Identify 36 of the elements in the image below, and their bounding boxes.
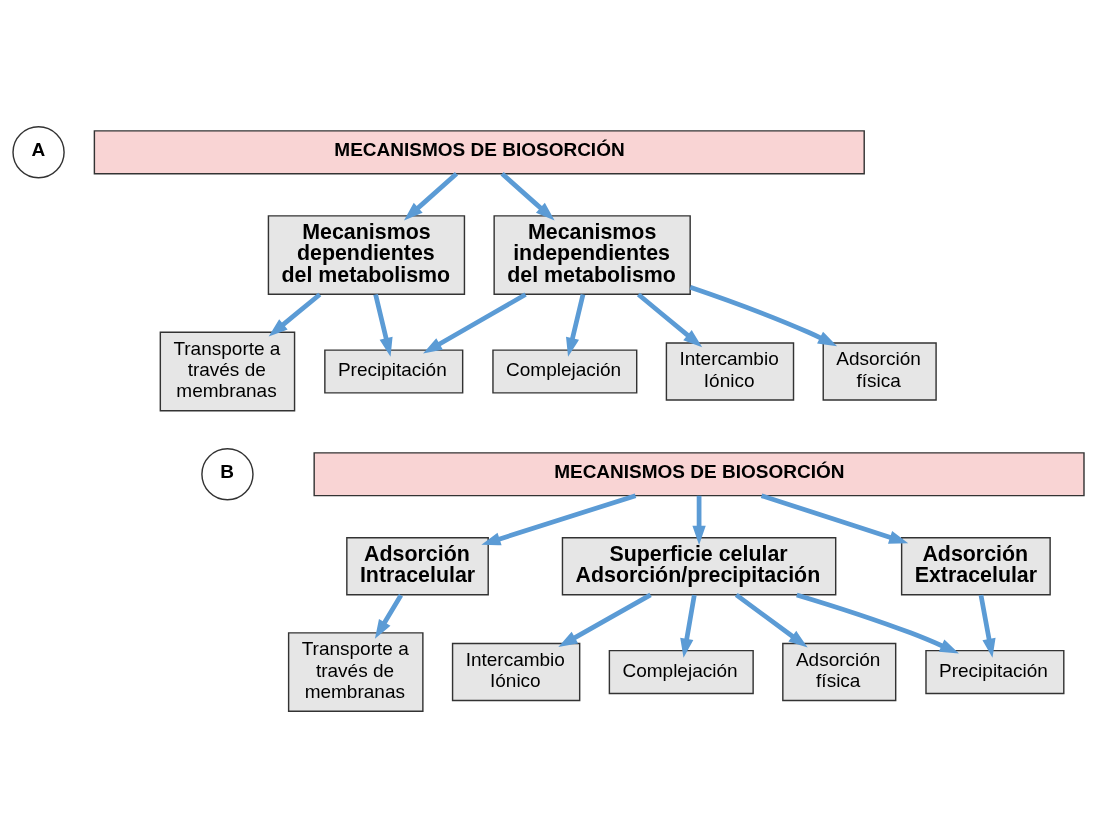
arrow [692,495,706,545]
arrow [734,592,808,648]
node-box: Adsorción física [822,341,937,401]
arrow [403,171,459,220]
node-box: Precipitación [324,348,464,394]
arrow [566,293,586,357]
node-circle: B [201,447,254,500]
node-box: Mecanismos dependientes del metabolismo [267,214,466,295]
arrow [500,171,555,220]
arrow [796,592,959,653]
node-box: Complejación [608,649,754,694]
node-circle: A [12,125,65,179]
arrow [636,292,703,347]
arrow [423,291,527,353]
node-box: MECANISMOS DE BIOSORCIÓN [313,451,1085,496]
node-box: Complejación [492,348,638,394]
arrow [374,593,403,639]
node-box: Precipitación [925,649,1065,694]
node-box: Mecanismos independientes del metabolismo [493,214,691,295]
arrow [978,594,996,658]
node-box: Transporte a través de membranas [159,331,296,411]
node-box: Intercambio Iónico [451,642,581,701]
arrow [268,292,322,336]
node-box: Adsorción Extracelular [900,536,1051,596]
node-box: Adsorción física [782,642,897,701]
node-box: MECANISMOS DE BIOSORCIÓN [93,129,865,174]
node-box: Intercambio Iónico [665,341,795,401]
arrow [689,284,838,346]
arrow [760,492,909,544]
arrow [558,592,652,647]
node-box: Superficie celular Adsorción/precipitación [561,536,837,596]
node-box: Adsorción Intracelular [346,536,489,596]
arrow [373,293,393,357]
arrow [481,492,637,545]
arrow [680,594,697,658]
node-box: Transporte a través de membranas [287,631,424,712]
